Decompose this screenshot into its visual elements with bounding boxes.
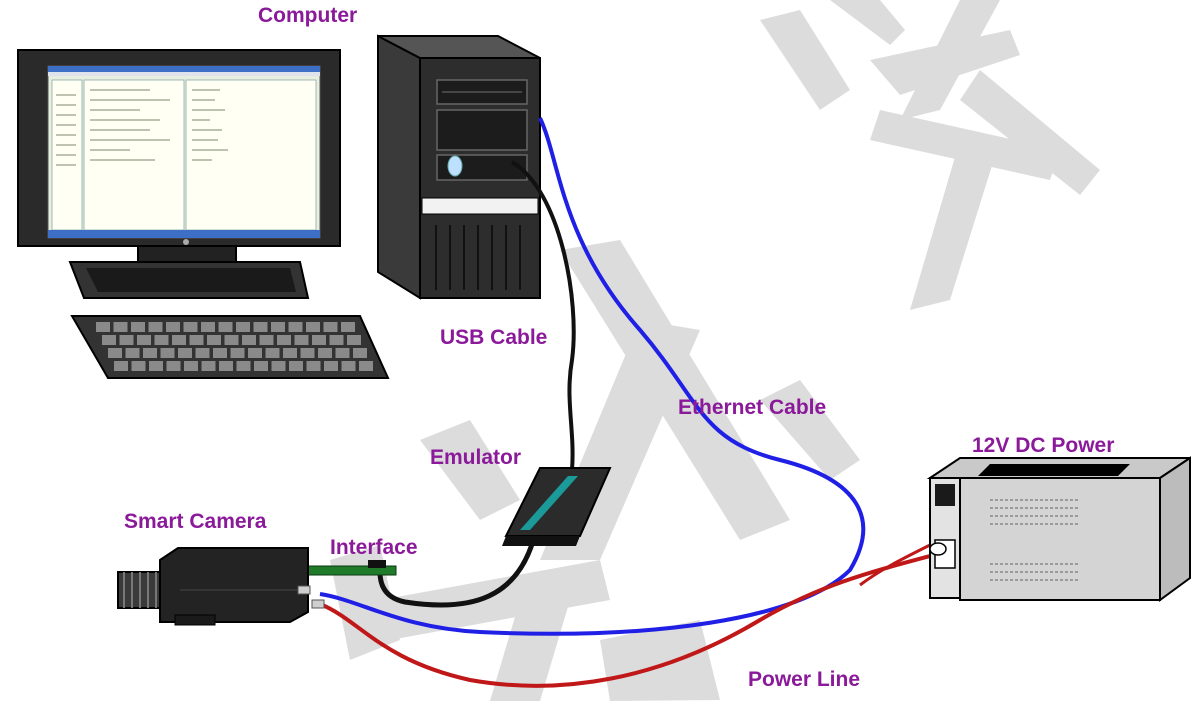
keyboard-key bbox=[166, 361, 181, 371]
emulator-icon bbox=[502, 467, 612, 546]
camera-icon bbox=[117, 547, 325, 626]
label-ethernet-cable: Ethernet Cable bbox=[678, 396, 826, 419]
keyboard-key bbox=[253, 322, 268, 332]
keyboard-key bbox=[154, 335, 169, 345]
keyboard-key bbox=[213, 348, 227, 358]
power-line-branch bbox=[859, 543, 931, 587]
label-computer: Computer bbox=[258, 4, 357, 27]
keyboard-key bbox=[359, 361, 373, 371]
keyboard-key bbox=[335, 348, 350, 358]
monitor-icon bbox=[17, 49, 341, 299]
ethernet-cable bbox=[319, 117, 866, 636]
keyboard-key bbox=[184, 361, 198, 371]
keyboard-key bbox=[300, 348, 315, 358]
label-power-supply: 12V DC Power bbox=[972, 434, 1114, 457]
keyboard-key bbox=[189, 335, 204, 345]
keyboard-key bbox=[119, 335, 134, 345]
keyboard-icon bbox=[70, 315, 390, 379]
label-usb-cable: USB Cable bbox=[440, 326, 547, 349]
keyboard-key bbox=[353, 348, 367, 358]
keyboard-key bbox=[318, 348, 332, 358]
keyboard-key bbox=[277, 335, 291, 345]
keyboard-key bbox=[306, 361, 321, 371]
usb-cable-to-interface bbox=[377, 529, 539, 608]
keyboard-key bbox=[265, 348, 280, 358]
label-emulator: Emulator bbox=[430, 446, 521, 469]
keyboard-key bbox=[341, 361, 356, 371]
keyboard-key bbox=[183, 322, 198, 332]
keyboard-key bbox=[218, 322, 233, 332]
keyboard-key bbox=[289, 361, 303, 371]
keyboard-key bbox=[131, 361, 146, 371]
keyboard-key bbox=[347, 335, 361, 345]
watermark bbox=[330, 0, 1100, 701]
keyboard-key bbox=[236, 361, 251, 371]
keyboard-key bbox=[148, 322, 163, 332]
keyboard-key bbox=[242, 335, 256, 345]
keyboard-key bbox=[201, 361, 216, 371]
keyboard-key bbox=[324, 361, 338, 371]
keyboard-key bbox=[125, 348, 140, 358]
keyboard-key bbox=[143, 348, 157, 358]
keyboard-key bbox=[254, 361, 268, 371]
keyboard-key bbox=[113, 322, 128, 332]
label-interface: Interface bbox=[330, 536, 418, 559]
keyboard-key bbox=[102, 335, 116, 345]
keyboard-key bbox=[201, 322, 215, 332]
keyboard-key bbox=[288, 322, 303, 332]
keyboard-key bbox=[294, 335, 309, 345]
keyboard-key bbox=[108, 348, 122, 358]
keyboard-key bbox=[323, 322, 338, 332]
computer-tower-icon bbox=[377, 34, 541, 300]
keyboard-key bbox=[329, 335, 344, 345]
keyboard-key bbox=[341, 322, 355, 332]
keyboard-key bbox=[312, 335, 326, 345]
keyboard-key bbox=[166, 322, 180, 332]
keyboard-key bbox=[207, 335, 221, 345]
power-line bbox=[319, 553, 935, 688]
keyboard-key bbox=[114, 361, 128, 371]
keyboard-key bbox=[172, 335, 186, 345]
usb-cable bbox=[510, 160, 576, 471]
power-supply-icon bbox=[926, 456, 1191, 602]
keyboard-key bbox=[271, 361, 286, 371]
keyboard-key bbox=[230, 348, 245, 358]
keyboard-key bbox=[248, 348, 262, 358]
keyboard-key bbox=[149, 361, 163, 371]
keyboard-key bbox=[178, 348, 192, 358]
keyboard-key bbox=[236, 322, 250, 332]
keyboard-key bbox=[283, 348, 297, 358]
keyboard-key bbox=[219, 361, 233, 371]
keyboard-key bbox=[195, 348, 210, 358]
keyboard-key bbox=[96, 322, 110, 332]
keyboard-key bbox=[259, 335, 274, 345]
keyboard-key bbox=[271, 322, 285, 332]
keyboard-key bbox=[137, 335, 151, 345]
keyboard-key bbox=[306, 322, 320, 332]
label-smart-camera: Smart Camera bbox=[124, 510, 267, 533]
keyboard-key bbox=[131, 322, 145, 332]
keyboard-key bbox=[224, 335, 239, 345]
keyboard-key bbox=[160, 348, 175, 358]
label-power-line: Power Line bbox=[748, 668, 860, 691]
